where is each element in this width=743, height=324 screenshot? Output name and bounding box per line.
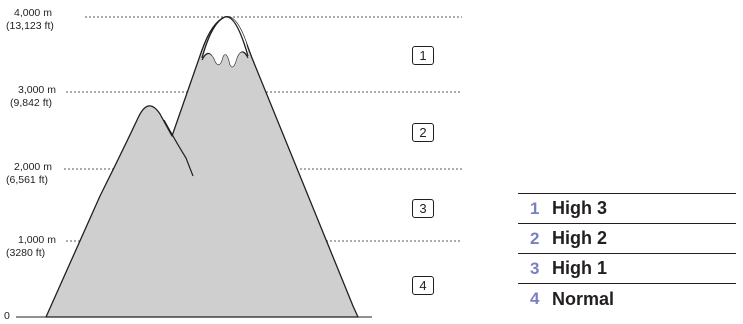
feet-label: (13,123 ft) xyxy=(6,20,54,32)
legend-row: 2 High 2 xyxy=(518,224,736,254)
meters-label: 4,000 m xyxy=(14,7,52,19)
zone-box-2: 2 xyxy=(412,123,434,142)
legend-number: 2 xyxy=(530,228,540,248)
zone-box-1: 1 xyxy=(412,46,434,65)
meters-label: 0 xyxy=(4,310,10,322)
feet-label: (9,842 ft) xyxy=(10,97,53,109)
mountain-ridge xyxy=(163,119,194,177)
legend-table: 1 High 3 2 High 2 3 High 1 4 Normal xyxy=(518,193,736,314)
feet-label: (3280 ft) xyxy=(6,247,46,259)
legend-label: High 1 xyxy=(552,258,608,278)
altitude-label-2000: 2,000 m (6,561 ft) xyxy=(6,161,52,187)
meters-label: 3,000 m xyxy=(18,84,56,96)
zone-box-3: 3 xyxy=(412,199,434,218)
legend-number: 3 xyxy=(530,258,540,278)
legend-number: 4 xyxy=(530,289,540,308)
snow-cap xyxy=(203,16,249,67)
legend-row: 4 Normal xyxy=(518,284,736,314)
altitude-label-4000: 4,000 m (13,123 ft) xyxy=(6,7,54,33)
meters-label: 2,000 m xyxy=(14,161,52,173)
meters-label: 1,000 m xyxy=(18,234,56,246)
altitude-label-3000: 3,000 m (9,842 ft) xyxy=(10,84,56,110)
legend-label: High 3 xyxy=(552,198,608,218)
altitude-label-0: 0 xyxy=(4,310,10,323)
zone-box-4: 4 xyxy=(412,276,434,295)
legend-label: Normal xyxy=(552,288,615,309)
altitude-label-1000: 1,000 m (3280 ft) xyxy=(6,234,56,260)
legend-number: 1 xyxy=(530,198,540,218)
feet-label: (6,561 ft) xyxy=(6,174,49,186)
legend-label: High 2 xyxy=(552,228,608,248)
legend-row: 3 High 1 xyxy=(518,254,736,284)
peak-outline xyxy=(201,16,249,59)
mountain xyxy=(45,16,359,318)
legend-row: 1 High 3 xyxy=(518,194,736,224)
